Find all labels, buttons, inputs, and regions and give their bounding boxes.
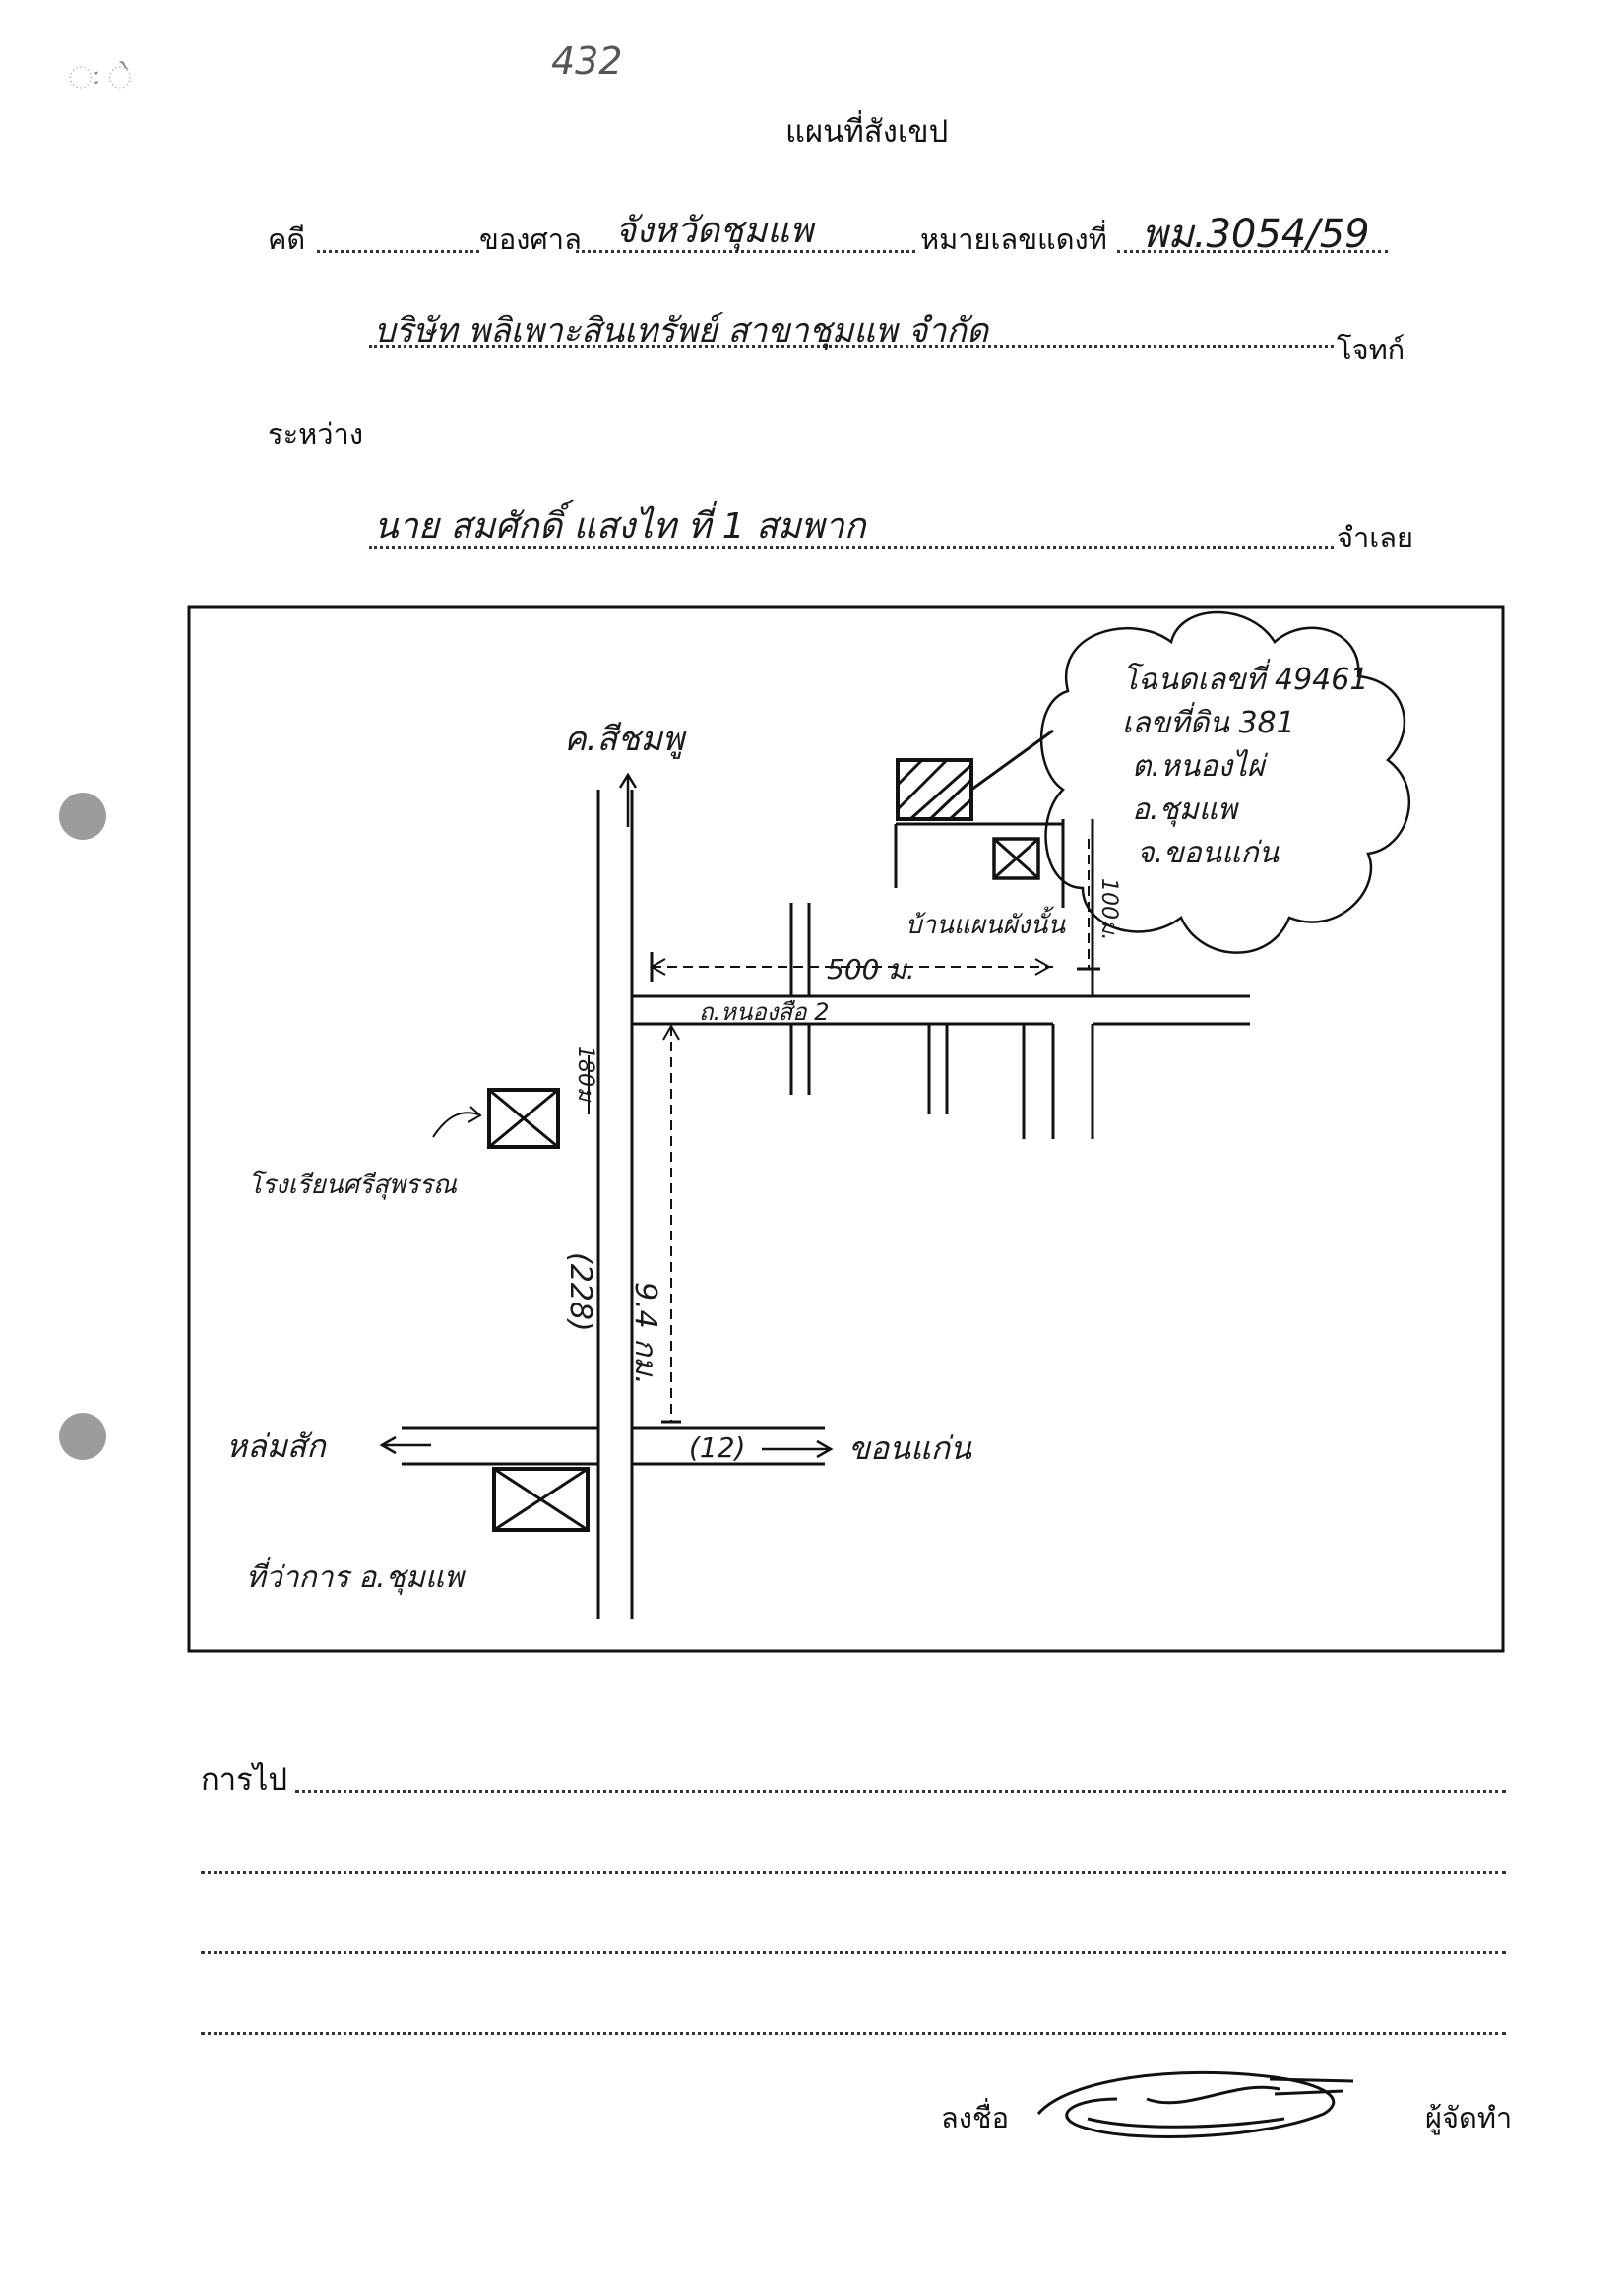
case-dotline	[317, 250, 479, 253]
red-no-label: หมายเลขแดงที่	[920, 223, 1107, 256]
defendant-dotline	[369, 546, 1334, 549]
house-label: บ้านแผนผังนั้น	[906, 906, 1066, 940]
directions-line-3	[201, 1951, 1506, 1954]
west-label: หล่มสัก	[226, 1428, 327, 1465]
cloud-line-5: จ.ขอนแก่น	[1137, 836, 1280, 870]
red-no-value: พม.3054/59	[1142, 212, 1370, 257]
dist-9km-label: 9.4 กม.	[628, 1282, 662, 1385]
page-title: แผนที่สังเขป	[785, 114, 949, 150]
case-label: คดี	[268, 223, 306, 256]
road-soi2-label: ถ.หนองสือ 2	[699, 998, 829, 1026]
directions-line-4	[201, 2032, 1506, 2035]
defendant-value: นาย สมศักดิ์ แสงไท ที่ 1 สมพาก	[374, 506, 866, 546]
school-box	[487, 1088, 560, 1149]
cloud-line-1: โฉนดเลขที่ 49461	[1122, 659, 1368, 697]
school-label: โรงเรียนศรีสุพรรณ	[248, 1170, 458, 1200]
dist-100-label: 100ม.	[1096, 878, 1121, 941]
court-label: ของศาล	[479, 223, 582, 256]
sketch-map: ค.สีชมพู โฉนดเลขที่ 49461 เลขที่ดิน 381 …	[187, 605, 1505, 1653]
between-label: ระหว่าง	[268, 417, 363, 451]
cloud-callout	[1039, 610, 1411, 954]
punch-hole-bottom	[59, 1413, 106, 1460]
north-arrowhead	[618, 772, 638, 789]
north-label: ค.สีชมพู	[564, 720, 687, 759]
plaintiff-dotline	[369, 345, 1334, 348]
cloud-line-2: เลขที่ดิน 381	[1122, 702, 1295, 740]
directions-line-1	[295, 1790, 1506, 1793]
directions-line-2	[201, 1871, 1506, 1874]
district-office-label: ที่ว่าการ อ.ชุมแพ	[246, 1557, 466, 1595]
east-label: ขอนแก่น	[848, 1430, 972, 1467]
punch-hole-top	[59, 793, 106, 840]
court-dotline	[576, 250, 915, 253]
dist-500-label: 500 ม.	[827, 953, 915, 986]
highway-228-label: (228)	[563, 1252, 597, 1332]
red-no-dotline	[1117, 250, 1388, 253]
stray-scribble: ઃ ે	[69, 61, 132, 95]
court-value: จังหวัดชุมแพ	[615, 211, 814, 251]
sign-label: ลงชื่อ	[941, 2101, 1010, 2134]
house-box	[992, 837, 1040, 880]
plot-pointer	[970, 729, 1054, 792]
district-office-box	[492, 1467, 590, 1532]
corner-note: 432	[551, 39, 623, 83]
defendant-label: จำเลย	[1337, 521, 1413, 554]
plaintiff-label: โจทก์	[1337, 333, 1405, 366]
cloud-line-4: อ.ชุมแพ	[1132, 793, 1239, 827]
directions-label: การไป	[201, 1762, 288, 1798]
plaintiff-value: บริษัท พลิเพาะสินเทรัพย์ สาขาชุมแพ จำกัด	[374, 311, 989, 350]
map-frame	[187, 605, 1505, 1653]
dist-180-label: 180ม	[573, 1046, 597, 1103]
highway-12-label: (12)	[689, 1431, 745, 1464]
signature	[1036, 2070, 1354, 2138]
cloud-line-3: ต.หนองไผ่	[1132, 749, 1269, 784]
maker-label: ผู้จัดทำ	[1425, 2101, 1513, 2134]
